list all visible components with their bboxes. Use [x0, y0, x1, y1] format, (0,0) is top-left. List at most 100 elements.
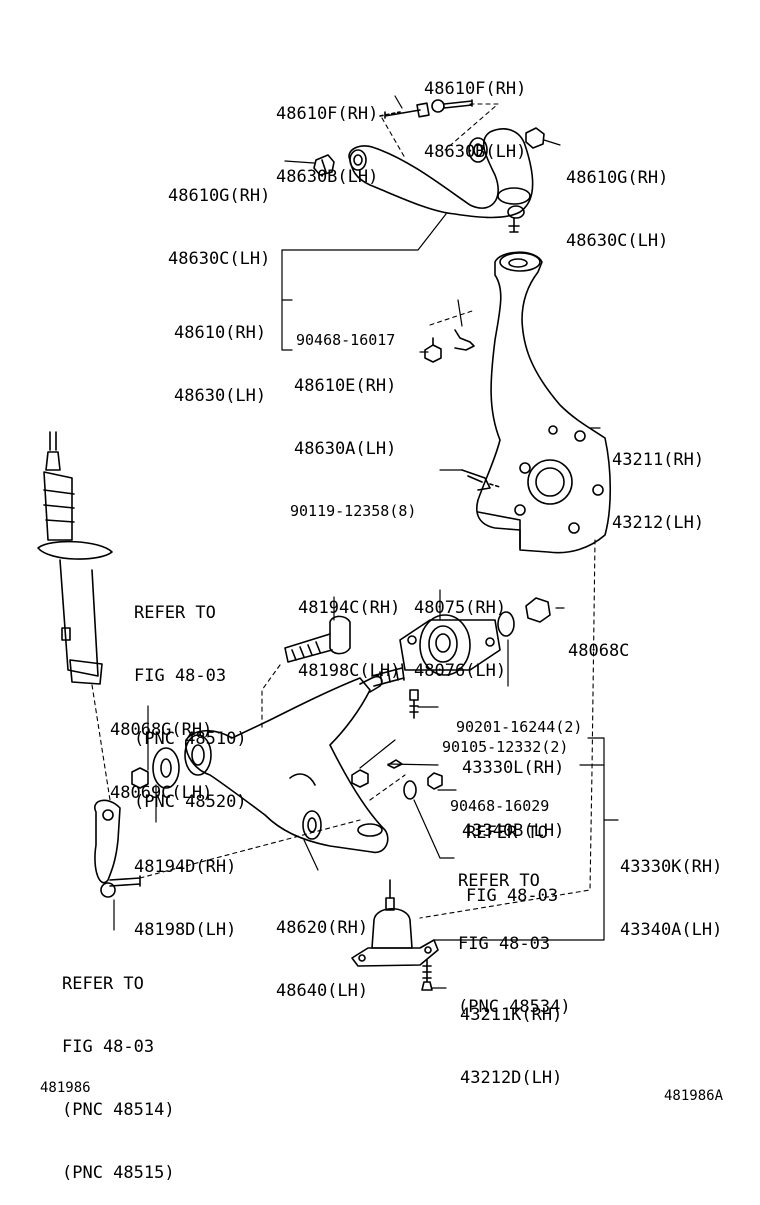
label-ref-fig-a: REFER TO FIG 48-03 — [466, 781, 558, 928]
label-stabilizer-ref: REFER TO FIG 48-03 (PNC 48514) (PNC 4851… — [62, 932, 175, 1205]
part-number: 48630C(LH) — [566, 231, 669, 251]
upper-bolt-left — [380, 103, 429, 118]
part-number: 48610F(RH) — [424, 79, 527, 99]
lower-nut-left — [132, 768, 148, 788]
part-number: 90105-12332(2) — [442, 738, 569, 756]
part-number: 48198D(LH) — [134, 920, 237, 940]
reference-text: FIG 48-03 — [62, 1037, 155, 1057]
part-number: 48194C(RH) — [298, 598, 401, 618]
leader-lines — [114, 96, 618, 988]
label-lower-ball-joint: 43330K(RH) 43340A(LH) — [620, 815, 722, 962]
reference-text: (PNC 48515) — [62, 1163, 175, 1183]
part-number: 90119-12358(8) — [290, 502, 417, 520]
label-cotter-pin-upper: 90468-16017 — [296, 290, 395, 370]
part-number: 43340A(LH) — [620, 920, 723, 940]
part-number: 48610G(RH) — [168, 186, 271, 206]
part-number: 48620(RH) — [276, 918, 369, 938]
reference-text: FIG 48-03 — [466, 886, 559, 906]
part-number: 48075(RH) — [414, 598, 507, 618]
part-number: 48610F(RH) — [276, 104, 379, 124]
label-upper-nut-right: 48610G(RH) 48630C(LH) — [566, 126, 668, 273]
label-cotter-pin-lower: 90468-16029 — [450, 756, 549, 836]
upper-ball-nut — [425, 338, 441, 362]
part-number: 90201-16244(2) — [456, 718, 583, 736]
upper-bolt-right — [432, 100, 472, 112]
part-number: 48076(LH) — [414, 661, 507, 681]
footer-left-code: 481986 — [40, 1080, 91, 1096]
part-number: 48640(LH) — [276, 981, 369, 1001]
label-lower-bolt: 48194C(RH) 48198C(LH) — [298, 556, 400, 703]
label-lower-arm: 48620(RH) 48640(LH) — [276, 876, 368, 1023]
part-number: 43212(LH) — [612, 513, 705, 533]
label-lower-nut-left: 48068G(RH) 48069C(LH) — [110, 678, 212, 825]
footer-right-code: 481986A — [664, 1088, 724, 1104]
steering-knuckle — [477, 252, 610, 552]
upper-cotter-pin — [430, 310, 475, 350]
reference-text: (PNC 48514) — [62, 1100, 175, 1120]
part-number: 43330K(RH) — [620, 857, 723, 877]
reference-text: REFER TO — [466, 823, 548, 843]
bolt-90105 — [410, 690, 418, 718]
label-knuckle: 43211(RH) 43212(LH) — [612, 408, 704, 555]
washer-90201 — [498, 612, 514, 636]
part-number: 43212D(LH) — [460, 1068, 563, 1088]
stabilizer-link — [95, 800, 140, 897]
label-lower-washer: 48194D(RH) 48198D(LH) — [134, 815, 236, 962]
ball-joint-bolt — [422, 960, 432, 990]
reference-text: (PNC 48520) — [134, 792, 247, 812]
label-washer-90201: 90201-16244(2) — [456, 677, 582, 757]
label-upper-ball-nut: 48610E(RH) 48630A(LH) — [294, 334, 396, 481]
label-shock-ref: REFER TO FIG 48-03 (PNC 48510) (PNC 4852… — [134, 561, 247, 834]
reference-text: FIG 48-03 — [458, 934, 551, 954]
part-number: 48194D(RH) — [134, 857, 237, 877]
part-number: 90468-16017 — [296, 331, 396, 349]
label-knuckle-bolt: 90119-12358(8) — [290, 461, 416, 541]
lower-ball-joint — [352, 880, 438, 966]
part-number: 48068G(RH) — [110, 720, 213, 740]
label-ball-joint-bolt: 43211K(RH) 43212D(LH) — [460, 963, 562, 1110]
label-ref-fig-b: REFER TO FIG 48-03 (PNC 48534) — [458, 829, 571, 1039]
part-number: 48069C(LH) — [110, 783, 213, 803]
part-number: 48630B(LH) — [276, 167, 379, 187]
shock-absorber — [38, 432, 112, 684]
lower-washer — [153, 748, 179, 788]
label-upper-bolt-left: 48610F(RH) 48630B(LH) — [276, 62, 378, 209]
upper-nut-right — [526, 128, 544, 148]
part-number: 43340B(LH) — [462, 821, 565, 841]
lower-nut-small — [428, 773, 442, 789]
lower-washer-small — [404, 781, 416, 799]
upper-control-arm — [349, 129, 533, 232]
reference-text: REFER TO — [62, 974, 144, 994]
label-lower-bushing: 48075(RH) 48076(LH) — [414, 556, 506, 703]
reference-text: (PNC 48534) — [458, 997, 571, 1017]
knuckle-bolt — [462, 470, 500, 490]
reference-text: REFER TO — [458, 871, 540, 891]
part-number: 48198C(LH) — [298, 661, 401, 681]
part-number: 48630C(LH) — [168, 249, 271, 269]
part-number: 48610(RH) — [174, 323, 267, 343]
label-upper-arm: 48610(RH) 48630(LH) — [174, 281, 266, 428]
label-upper-nut-left: 48610G(RH) 48630C(LH) — [168, 144, 270, 291]
label-upper-bolt-right: 48610F(RH) 48630B(LH) — [424, 37, 526, 184]
suspension-diagram — [0, 0, 760, 1112]
label-nut-48068c: 48068C — [568, 599, 629, 683]
nut-48068c — [526, 598, 550, 622]
lower-control-arm — [185, 664, 404, 852]
part-number: 48610G(RH) — [566, 168, 669, 188]
part-number: 90468-16029 — [450, 797, 550, 815]
part-number: 43211K(RH) — [460, 1005, 563, 1025]
reference-text: REFER TO — [134, 603, 216, 623]
ball-joint-nut — [352, 770, 368, 787]
label-ball-joint-nut: 43330L(RH) 43340B(LH) — [462, 716, 564, 863]
part-number: 48610E(RH) — [294, 376, 397, 396]
part-number: 48630A(LH) — [294, 439, 397, 459]
lower-bolt — [285, 616, 350, 662]
part-number: 48630B(LH) — [424, 142, 527, 162]
part-number: 48630(LH) — [174, 386, 267, 406]
part-number: 48068C — [568, 641, 630, 661]
reference-text: FIG 48-03 — [134, 666, 227, 686]
lower-bushing-bracket — [400, 615, 500, 675]
part-number: 43330L(RH) — [462, 758, 565, 778]
label-bolt-90105: 90105-12332(2) — [442, 697, 568, 777]
reference-text: (PNC 48510) — [134, 729, 247, 749]
